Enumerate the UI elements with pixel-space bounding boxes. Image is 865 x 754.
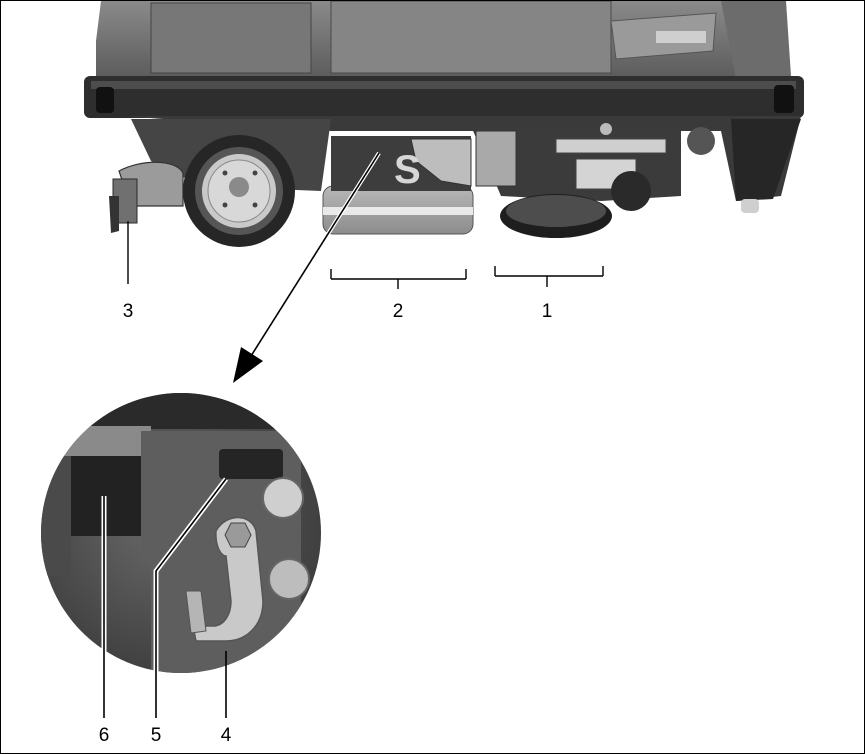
callout-3: 3 — [123, 301, 134, 322]
svg-text:S: S — [394, 148, 421, 192]
callout-2: 2 — [393, 301, 404, 322]
detail-leaders — [101, 477, 228, 718]
squeegee-assembly — [109, 161, 184, 233]
callout-1: 1 — [542, 301, 553, 322]
brush-deck-2: S — [322, 136, 474, 235]
rear-wheel — [183, 135, 295, 247]
callout-5: 5 — [151, 725, 162, 746]
callout-6: 6 — [99, 725, 110, 746]
callout-4: 4 — [221, 725, 232, 746]
brush-deck-1 — [471, 123, 715, 238]
bracket-2 — [330, 269, 467, 289]
chassis-bumper — [84, 76, 804, 118]
machine-upper-body — [96, 1, 791, 81]
bracket-1 — [494, 266, 604, 287]
detail-arrow — [233, 151, 381, 383]
